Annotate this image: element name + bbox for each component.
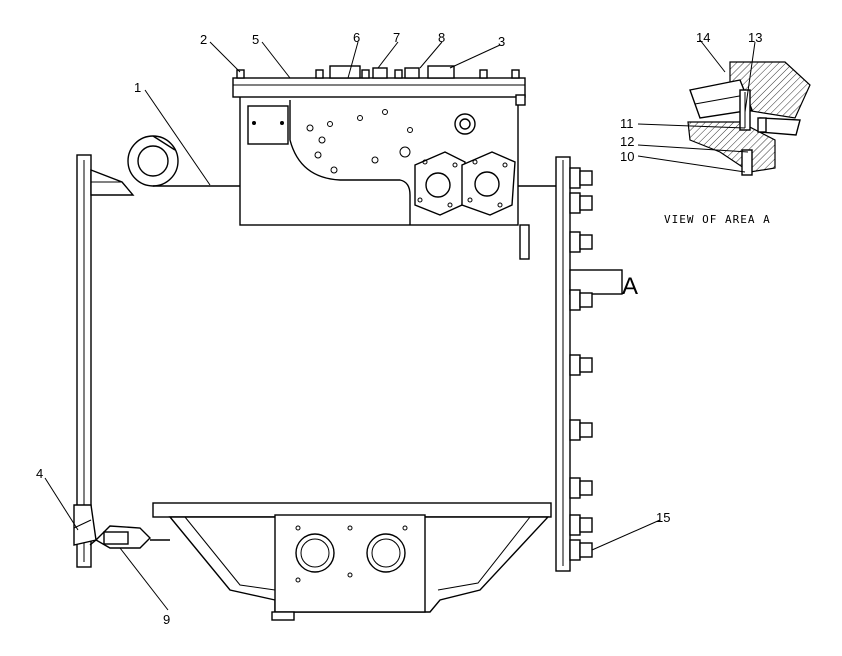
callout-2: 2 <box>200 32 207 47</box>
valve-housing <box>232 65 526 226</box>
right-bolts <box>569 167 593 561</box>
area-marker-a: A <box>622 273 638 300</box>
callout-12: 12 <box>620 134 634 149</box>
callout-13: 13 <box>748 30 762 45</box>
callout-5: 5 <box>252 32 259 47</box>
callout-11: 11 <box>620 116 634 131</box>
callout-9: 9 <box>163 612 170 627</box>
callout-4: 4 <box>36 466 43 481</box>
round-tube <box>127 135 240 187</box>
callout-7: 7 <box>393 30 400 45</box>
small-bracket <box>519 224 530 260</box>
detail-view-caption: VIEW OF AREA A <box>664 213 771 226</box>
bottom-cradle <box>152 502 552 621</box>
callout-1: 1 <box>134 80 141 95</box>
callout-8: 8 <box>438 30 445 45</box>
callout-15: 15 <box>656 510 670 525</box>
callout-3: 3 <box>498 34 505 49</box>
leader-lines <box>44 39 756 611</box>
callout-14: 14 <box>696 30 710 45</box>
callout-labels: 1 2 3 4 5 6 7 8 9 10 11 12 13 14 15 A VI… <box>36 30 771 627</box>
left-frame <box>73 154 135 568</box>
detail-view <box>687 61 811 176</box>
callout-6: 6 <box>353 30 360 45</box>
callout-10: 10 <box>620 149 634 164</box>
linkage-part <box>89 525 170 549</box>
